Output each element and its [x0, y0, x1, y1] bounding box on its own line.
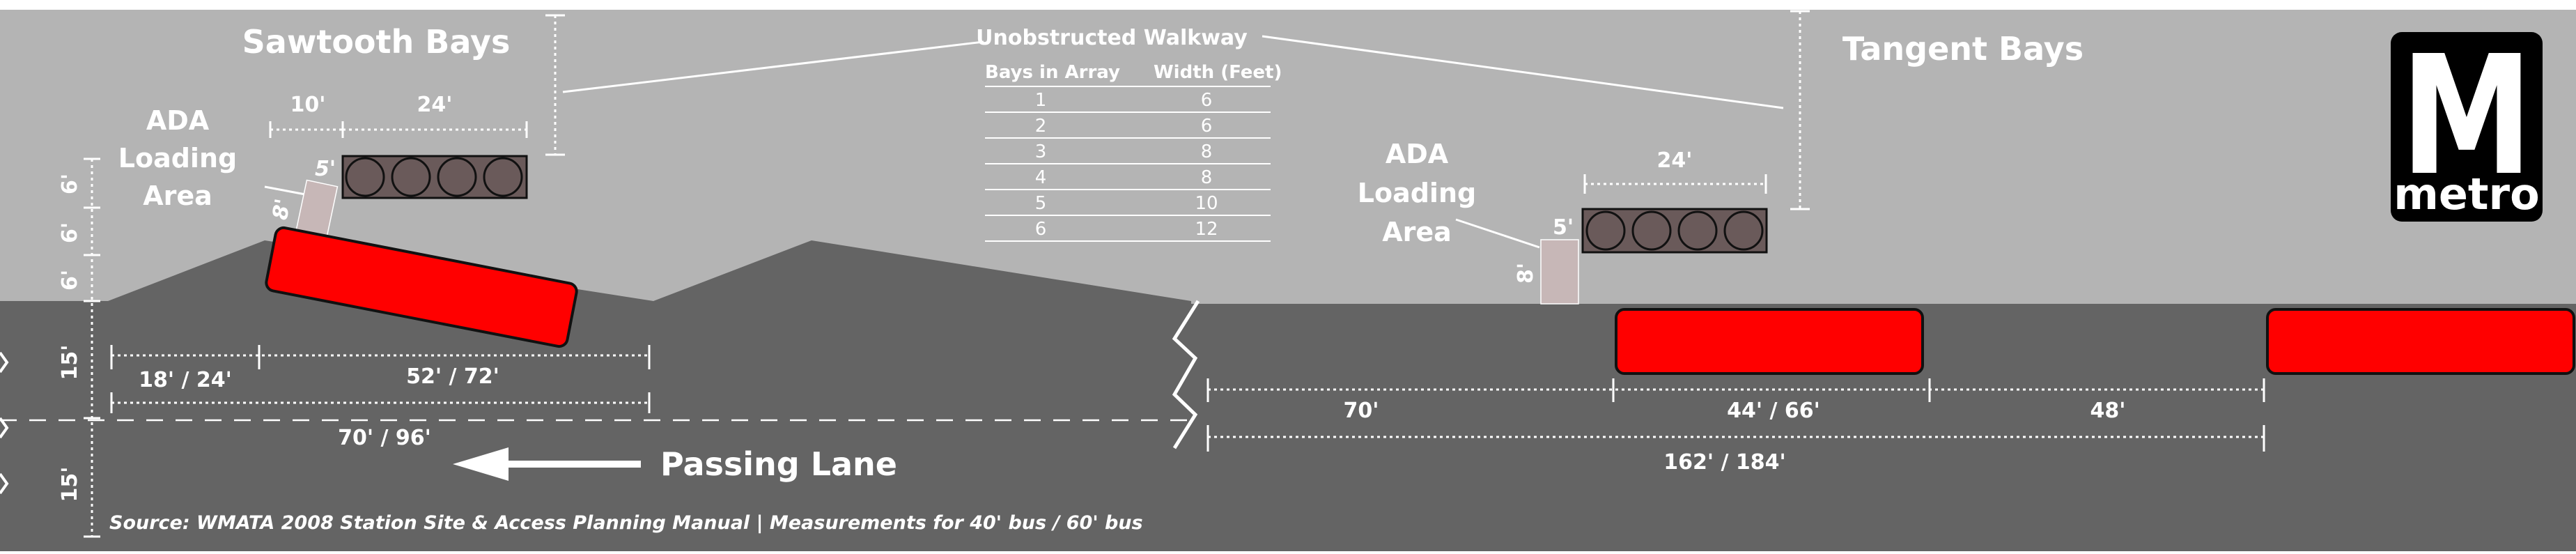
- lane-label-2: 15': [58, 467, 82, 502]
- vert-label-2: 6': [58, 222, 82, 243]
- left-vertical-dimension: [84, 157, 100, 538]
- sawtooth-shelter: [341, 155, 528, 199]
- tangent-ada-pad: [1540, 239, 1579, 305]
- walkway-table-cell-bays: 6: [1035, 219, 1047, 240]
- sawtooth-pad-height-label: 8': [268, 197, 296, 222]
- tangent-bay-dimensions: [1206, 378, 2265, 452]
- walkway-table-row: 5 10: [985, 193, 1271, 216]
- tangent-exit-label: 48': [2090, 399, 2126, 423]
- approach-length-label: 18' / 24': [139, 368, 232, 392]
- break-line: [1172, 300, 1200, 449]
- vert-label-1: 6': [58, 174, 82, 194]
- vert-label-3: 6': [58, 270, 82, 291]
- walkway-table-cell-width: 12: [1195, 219, 1218, 240]
- left-edge-break-2: [0, 417, 9, 439]
- sawtooth-title: Sawtooth Bays: [242, 23, 511, 61]
- walkway-table-cell-bays: 2: [1035, 116, 1047, 137]
- sawtooth-gap-label: 10': [290, 93, 326, 117]
- sawtooth-bay-dimensions: [110, 345, 651, 413]
- tangent-pad-height-label: 8': [1514, 263, 1538, 284]
- sawtooth-roadway: [0, 240, 1191, 551]
- sawtooth-shelter-length-label: 24': [417, 93, 453, 117]
- tangent-shelter-dimension: [1583, 174, 1767, 194]
- tangent-bus: [1615, 308, 1924, 375]
- walkway-table-cell-bays: 3: [1035, 141, 1047, 162]
- walkway-table-row: 6 12: [985, 219, 1271, 242]
- tangent-ada-label: ADA Loading Area: [1358, 139, 1476, 247]
- walkway-table-cell-bays: 1: [1035, 90, 1047, 111]
- left-edge-break-3: [0, 472, 9, 495]
- sawtooth-bus: [265, 226, 578, 348]
- walkway-table-cell-width: 8: [1201, 167, 1213, 188]
- tangent-entry-label: 70': [1344, 399, 1379, 423]
- tangent-bay-label: 44' / 66': [1727, 399, 1820, 423]
- sawtooth-total-label: 70' / 96': [338, 426, 431, 450]
- passing-lane-label: Passing Lane: [660, 445, 897, 483]
- walkway-table-cell-width: 6: [1201, 90, 1213, 111]
- sawtooth-ada-label: ADA Loading Area: [118, 105, 237, 211]
- left-vertical-labels: 6' 6' 6' 15' 15': [58, 174, 82, 502]
- sawtooth-pad-width-label: 5': [315, 157, 336, 181]
- walkway-table-cell-width: 6: [1201, 116, 1213, 137]
- tangent-ada-leader: [1455, 218, 1540, 249]
- tangent-pad-width-label: 5': [1553, 215, 1574, 240]
- walkway-leader-right: [1262, 35, 1784, 109]
- next-tangent-bus: [2266, 308, 2575, 375]
- tangent-ada-line3: Area: [1382, 217, 1452, 247]
- tangent-total-label: 162' / 184': [1663, 450, 1785, 475]
- walkway-table-cell-width: 8: [1201, 141, 1213, 162]
- walkway-table-title: Unobstructed Walkway: [976, 26, 1248, 50]
- source-citation: Source: WMATA 2008 Station Site & Access…: [109, 512, 1143, 534]
- metro-logo: M metro: [2391, 20, 2543, 222]
- passing-lane-arrow: [453, 447, 641, 481]
- walkway-table-cell-width: 10: [1195, 193, 1218, 214]
- metro-logo-letter: M: [2400, 20, 2533, 212]
- lane-label-1: 15': [58, 345, 82, 380]
- walkway-table-cell-bays: 4: [1035, 167, 1047, 188]
- tangent-ada-line2: Loading: [1358, 178, 1476, 208]
- ada-label-line2: Loading: [118, 143, 237, 174]
- walkway-table-header-bays: Bays in Array: [985, 62, 1120, 83]
- tangent-shelter-length-label: 24': [1657, 148, 1693, 173]
- tangent-title: Tangent Bays: [1842, 30, 2084, 68]
- sawtooth-top-dimension-ticks: [269, 121, 528, 138]
- walkway-leader-left: [562, 40, 984, 93]
- tangent-ada-line1: ADA: [1386, 139, 1449, 169]
- left-edge-break: [0, 351, 9, 374]
- walkway-table-header-width: Width (Feet): [1154, 62, 1282, 83]
- metro-logo-word: metro: [2393, 169, 2539, 220]
- ada-label-line3: Area: [143, 180, 212, 211]
- walkway-table-cell-bays: 5: [1035, 193, 1047, 214]
- bay-length-label: 52' / 72': [406, 364, 499, 389]
- ada-label-line1: ADA: [146, 105, 210, 136]
- tangent-shelter: [1581, 208, 1768, 254]
